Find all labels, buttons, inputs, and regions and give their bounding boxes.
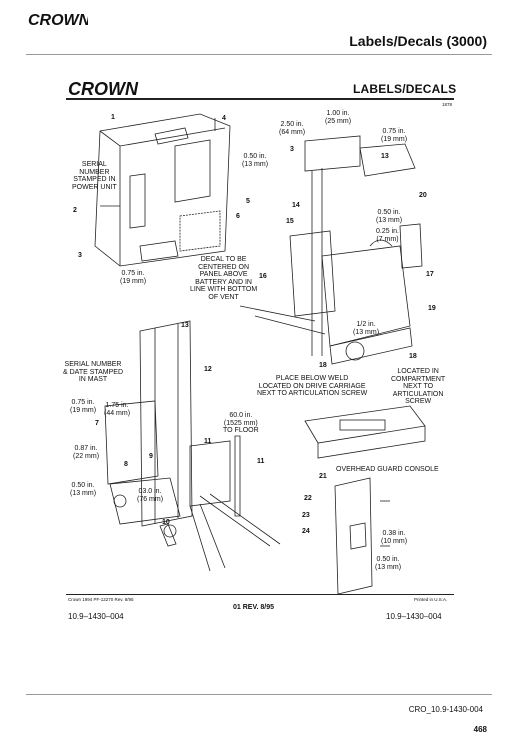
revision: 01 REV. 8/95 — [233, 604, 274, 611]
label-overhead-guard-console: OVERHEAD GUARD CONSOLE — [336, 466, 439, 473]
label-place-below-weld: PLACE BELOW WELD LOCATED ON DRIVE CARRIA… — [257, 375, 368, 397]
label-serial-power-unit: SERIAL NUMBER STAMPED IN POWER UNIT — [72, 161, 117, 191]
label-dim-050-right: 0.50 in. (13 mm) — [376, 209, 403, 224]
callout-11-upper: 11 — [204, 438, 212, 445]
callout-13-right: 13 — [381, 153, 389, 160]
label-serial-mast: SERIAL NUMBER & DATE STAMPED IN MAST — [63, 361, 124, 383]
callout-1: 1 — [111, 114, 115, 121]
callout-19: 19 — [428, 305, 436, 312]
doc-id-right: 10.9–1430–004 — [386, 612, 442, 621]
document-crown-logo: CROWN — [68, 79, 139, 99]
callout-10: 10 — [162, 519, 170, 526]
callout-2: 2 — [73, 207, 77, 214]
label-dim-600: 60.0 in. (1525 mm) TO FLOOR — [223, 412, 259, 434]
callout-20: 20 — [419, 192, 427, 199]
label-dim-030: 03.0 in. (76 mm) — [137, 488, 164, 503]
console-drawing — [304, 405, 426, 595]
page-title: Labels/Decals (3000) — [349, 33, 487, 49]
operator-compartment-drawing — [239, 135, 423, 365]
callout-12: 12 — [204, 366, 212, 373]
label-dim-075-right: 0.75 in. (19 mm) — [381, 128, 408, 143]
callout-18-left: 18 — [319, 362, 327, 369]
label-dim-075-bottom: 0.75 in. (19 mm) — [120, 270, 147, 285]
callout-24: 24 — [302, 528, 310, 535]
label-dim-050-mast: 0.50 in. (13 mm) — [70, 482, 97, 497]
document-title-rule — [66, 98, 454, 100]
label-dim-075-mast: 0.75 in. (19 mm) — [70, 399, 97, 414]
document-number: 1878 — [442, 102, 453, 107]
callout-13-mast: 13 — [181, 322, 189, 329]
crown-logo-text: CROWN — [28, 12, 88, 28]
label-dim-250: 2.50 in. (64 mm) — [279, 121, 306, 136]
callout-6: 6 — [236, 213, 240, 220]
copyright-note: Crown 1994 PF-12270 Rev. 8/95 — [68, 597, 134, 602]
callout-17: 17 — [426, 271, 434, 278]
header-divider — [26, 54, 492, 55]
document-reference: CRO_10.9-1430-004 — [408, 705, 483, 714]
crown-logo: CROWN — [28, 12, 88, 28]
label-dim-038: 0.38 in. (10 mm) — [381, 530, 408, 545]
label-located-in-compartment: LOCATED IN COMPARTMENT NEXT TO ARTICULAT… — [391, 368, 446, 405]
callout-9: 9 — [149, 453, 153, 460]
label-dim-half: 1/2 in. (13 mm) — [353, 321, 380, 336]
callout-16: 16 — [259, 273, 267, 280]
label-dim-050-console: 0.50 in. (13 mm) — [375, 556, 402, 571]
page-number: 468 — [473, 725, 487, 734]
callout-8: 8 — [124, 461, 128, 468]
label-decal-center: DECAL TO BE CENTERED ON PANEL ABOVE BATT… — [190, 256, 258, 301]
label-dim-050-upper: 0.50 in. (13 mm) — [242, 153, 269, 168]
label-dim-087: 0.87 in. (22 mm) — [73, 445, 100, 460]
callout-18-right: 18 — [409, 353, 417, 360]
callout-21: 21 — [319, 473, 327, 480]
callout-5: 5 — [246, 198, 250, 205]
printed-note: Printed in U.S.A. — [414, 597, 448, 602]
document-title: LABELS/DECALS — [353, 82, 457, 96]
callout-14: 14 — [292, 202, 300, 209]
doc-id-left: 10.9–1430–004 — [68, 612, 124, 621]
document-logo-text: CROWN — [68, 79, 139, 99]
mast-drawing — [104, 320, 281, 572]
callout-7: 7 — [95, 420, 99, 427]
label-dim-025: 0.25 in. (7 mm) — [376, 228, 399, 243]
truck-labels-drawing — [94, 113, 426, 595]
footer-divider — [26, 694, 492, 695]
callout-4: 4 — [222, 115, 226, 122]
label-dim-100: 1.00 in. (25 mm) — [325, 110, 352, 125]
document-footer-rule — [66, 594, 454, 595]
power-unit-drawing — [94, 113, 231, 267]
callout-23: 23 — [302, 512, 310, 519]
label-dim-175: 1.75 in. (44 mm) — [104, 402, 131, 417]
callout-15: 15 — [286, 218, 294, 225]
callout-3: 3 — [78, 252, 82, 259]
callout-11-lower: 11 — [257, 458, 265, 465]
callout-3-right: 3 — [290, 146, 294, 153]
callout-22: 22 — [304, 495, 312, 502]
